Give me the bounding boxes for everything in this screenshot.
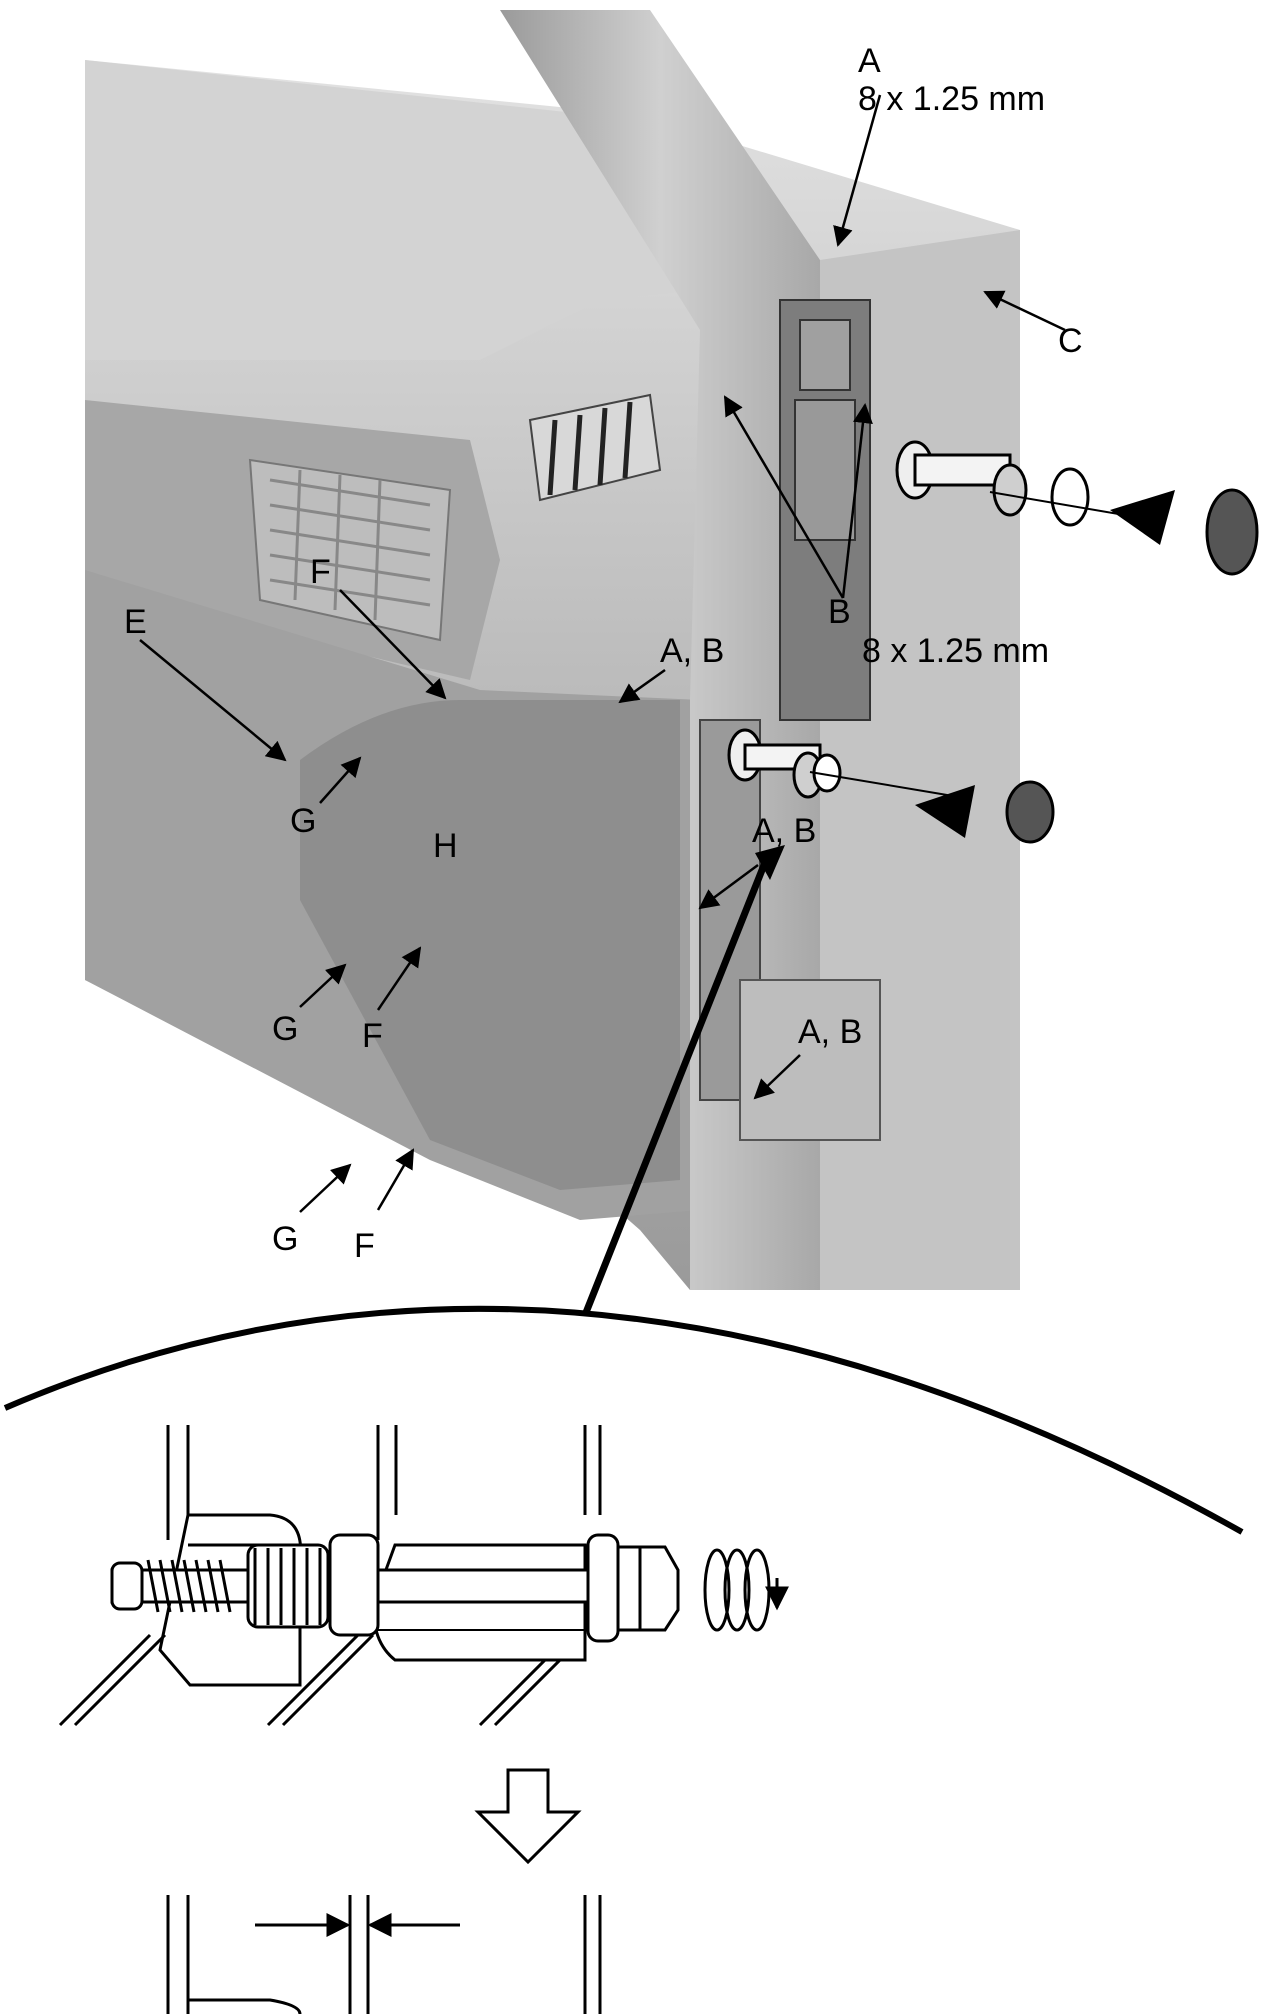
detail-pointer-head — [755, 845, 785, 880]
arrow-g-lower — [299, 963, 347, 1008]
label-ab-upper: A, B — [660, 632, 724, 670]
upper-hinge-bolt — [895, 440, 1090, 527]
label-c: C — [1058, 322, 1083, 360]
label-ab-lower: A, B — [798, 1013, 862, 1051]
arrow-a-top — [833, 94, 882, 247]
label-f-upper: F — [310, 553, 331, 591]
bracket-lines — [166, 1425, 602, 1540]
arrow-f-lower — [376, 946, 422, 1011]
label-a-top-size: 8 x 1.25 mm — [858, 80, 1045, 118]
install-direction-marker-lower — [915, 785, 975, 838]
detail-magnifier-arc — [3, 1305, 1244, 1535]
callout-labels: A 8 x 1.25 mm C B 8 x 1.25 mm E F A, B G… — [124, 42, 1083, 1265]
arrow-f-upper — [339, 589, 447, 700]
arrow-ab-lower — [753, 1054, 801, 1100]
label-b-mid-size: 8 x 1.25 mm — [862, 632, 1049, 670]
label-b-mid: B — [828, 593, 851, 631]
label-g-lower: G — [272, 1010, 298, 1048]
lower-hinge-bolt — [727, 728, 842, 799]
side-cover-panel — [300, 700, 680, 1190]
arrow-b-mid-1 — [723, 395, 845, 599]
label-f-bottom: F — [354, 1227, 375, 1265]
lower-cap — [1005, 780, 1055, 844]
dashboard-top — [85, 60, 700, 360]
rotation-direction-icon — [703, 1548, 789, 1632]
arrow-g-upper — [319, 756, 362, 804]
arrow-c — [983, 290, 1066, 332]
left-vent — [248, 458, 452, 642]
label-a-top: A — [858, 42, 881, 80]
label-f-lower: F — [362, 1017, 383, 1055]
label-e: E — [124, 603, 147, 641]
upper-cap — [1205, 488, 1259, 576]
label-ab-middle: A, B — [752, 812, 816, 850]
lower-bolt-axis — [809, 771, 966, 799]
detail-pointer-line — [581, 858, 770, 1317]
arrow-f-bottom — [376, 1148, 415, 1211]
down-arrow-icon — [474, 1768, 582, 1865]
arrow-b-mid-2 — [841, 403, 873, 599]
arrow-ab-upper — [618, 668, 666, 704]
dashboard-rendering — [85, 10, 1259, 1290]
arrow-ab-middle — [698, 863, 759, 910]
callout-arrows — [139, 94, 1066, 1213]
adjusting-bolt — [110, 1533, 680, 1643]
center-vent — [528, 393, 662, 502]
arrow-g-bottom — [299, 1163, 352, 1213]
upper-bolt-axis — [989, 491, 1166, 523]
label-h: H — [433, 827, 458, 865]
detail-view — [3, 1305, 1244, 2014]
label-g-upper: G — [290, 802, 316, 840]
upper-hinge — [779, 299, 871, 721]
label-g-bottom: G — [272, 1220, 298, 1258]
bottom-partial-view — [166, 1895, 602, 2014]
lower-hinge — [699, 719, 881, 1141]
arrow-e — [139, 639, 287, 762]
